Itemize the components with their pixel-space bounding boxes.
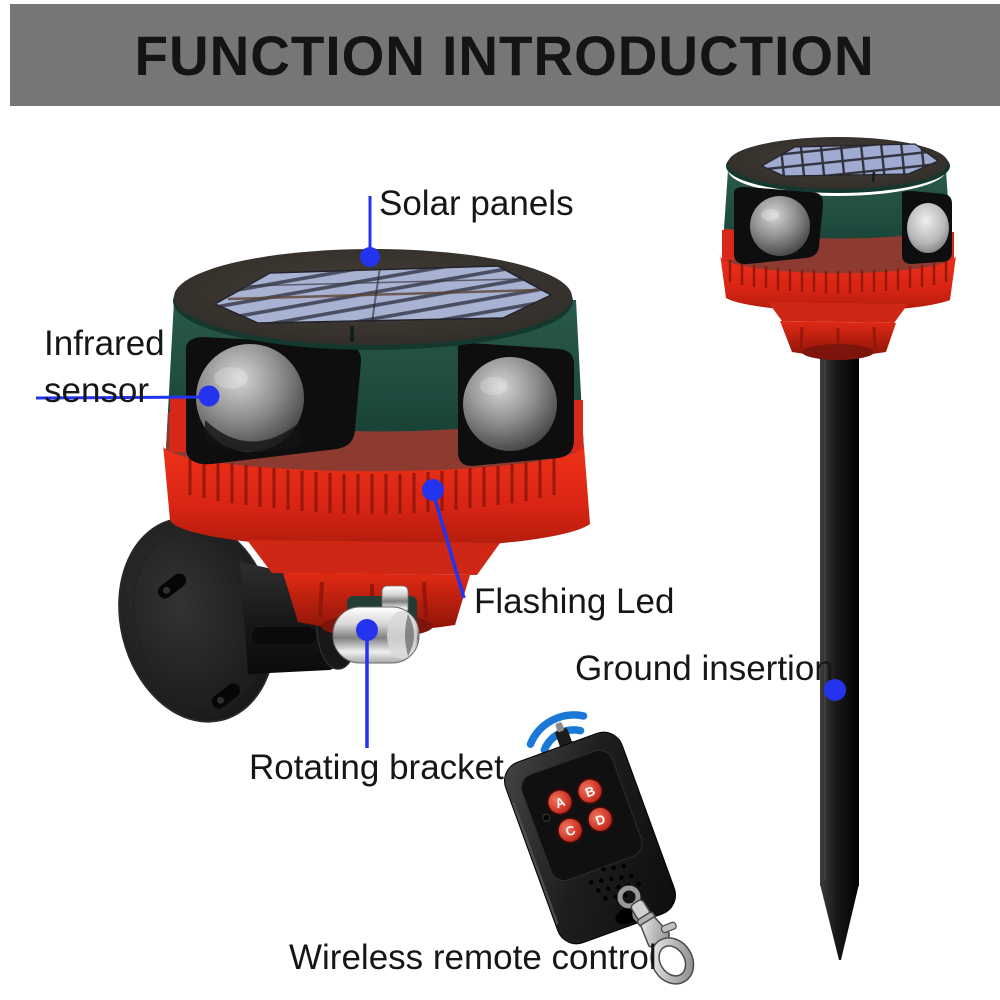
infrared-sensor-right — [457, 342, 574, 466]
label-wireless-remote-control: Wireless remote control — [289, 938, 657, 977]
flashing-led-ring-staked — [719, 254, 956, 360]
bracket-screw-slot — [157, 573, 187, 599]
staked-device — [719, 137, 956, 960]
callout-dot-solar-panels — [360, 247, 380, 267]
page-title: FUNCTION INTRODUCTION — [134, 23, 876, 87]
keychain-clasp — [617, 885, 695, 985]
label-solar-panels: Solar panels — [379, 184, 574, 223]
header-banner: FUNCTION INTRODUCTION — [10, 4, 1000, 106]
label-rotating-bracket: Rotating bracket — [249, 748, 504, 787]
remote-button-b: B — [576, 777, 604, 805]
infrared-sensor-staked-left — [733, 186, 824, 265]
remote-button-a: A — [546, 788, 574, 816]
callout-lines — [35, 196, 846, 748]
callout-dot-infrared-sensor — [198, 385, 220, 407]
label-ground-insertion: Ground insertion — [575, 649, 834, 688]
ground-stake — [820, 330, 859, 960]
label-infrared-sensor: Infrared sensor — [44, 320, 165, 414]
label-infrared-sensor-line2: sensor — [44, 371, 150, 410]
main-device — [118, 249, 590, 723]
solar-panel-staked — [726, 137, 950, 193]
infrared-sensor-staked-right — [901, 190, 952, 264]
label-flashing-led: Flashing Led — [474, 582, 675, 621]
solar-panel-main — [173, 249, 573, 350]
rotating-bracket-ball — [332, 585, 420, 664]
callout-dot-rotating-bracket — [356, 619, 378, 641]
remote-button-c: C — [556, 816, 584, 844]
infrared-sensor-left — [185, 337, 362, 465]
flashing-led-ring — [162, 444, 590, 638]
callout-dot-ground-insertion — [824, 679, 846, 701]
label-infrared-sensor-line1: Infrared — [44, 324, 165, 363]
remote-button-d: D — [586, 805, 614, 833]
bracket-screw-slot — [211, 683, 241, 709]
callout-dot-flashing-led — [422, 479, 444, 501]
